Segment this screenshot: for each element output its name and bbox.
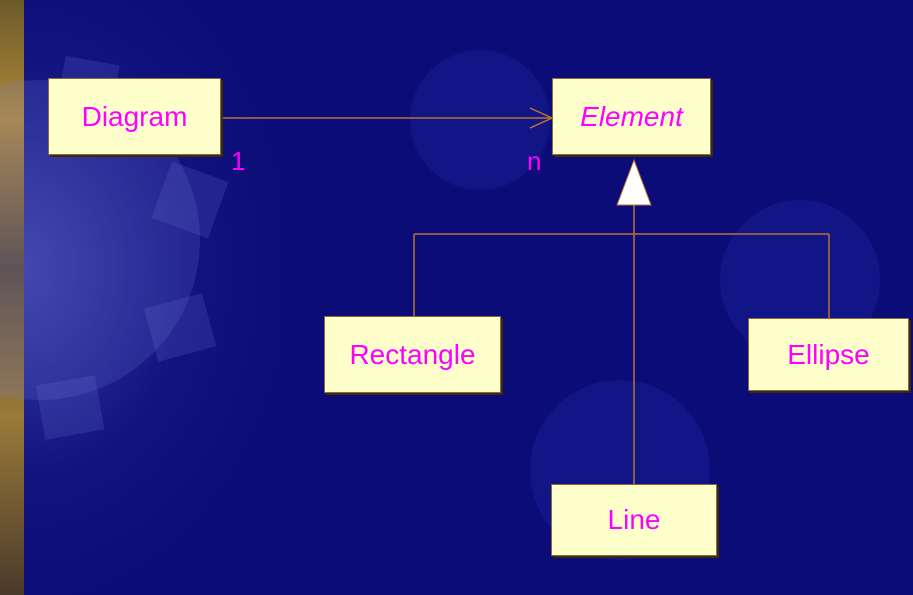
- class-ellipse-label: Ellipse: [787, 338, 870, 370]
- class-element: Element: [552, 78, 711, 155]
- class-ellipse: Ellipse: [748, 318, 909, 391]
- class-element-label: Element: [580, 100, 683, 132]
- inheritance-triangle-icon: [616, 158, 652, 206]
- class-line-label: Line: [607, 504, 661, 535]
- class-rectangle-label: Rectangle: [349, 338, 476, 370]
- class-line: Line: [551, 484, 717, 556]
- class-diagram: Diagram: [48, 78, 221, 155]
- multiplicity-source: 1: [231, 146, 246, 176]
- multiplicity-target: n: [527, 146, 542, 176]
- class-rectangle: Rectangle: [324, 316, 501, 393]
- class-diagram-label: Diagram: [81, 100, 188, 132]
- left-photo-strip: [0, 0, 24, 595]
